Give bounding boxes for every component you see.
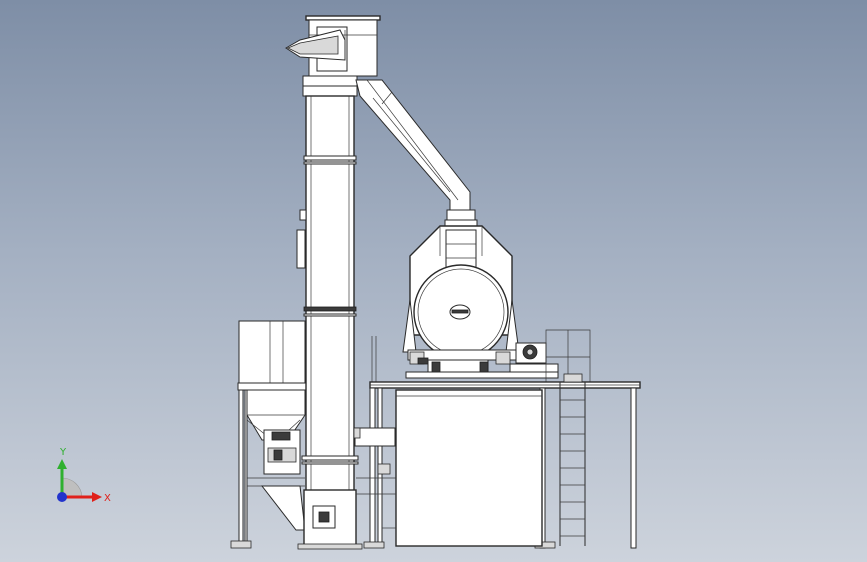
bucket-elevator — [285, 15, 381, 550]
main-platform — [353, 373, 641, 549]
downspout-pipe — [355, 79, 478, 241]
y-axis-arrowhead — [57, 459, 67, 469]
axis-triad[interactable]: Y X — [57, 447, 111, 504]
x-axis-arrowhead — [92, 492, 102, 502]
left-hopper-structure — [230, 320, 307, 549]
platform-railing — [371, 329, 591, 382]
x-axis-label: X — [104, 493, 111, 504]
z-axis-dot — [57, 492, 67, 502]
pellet-mill — [402, 225, 559, 379]
y-axis-label: Y — [59, 447, 67, 458]
